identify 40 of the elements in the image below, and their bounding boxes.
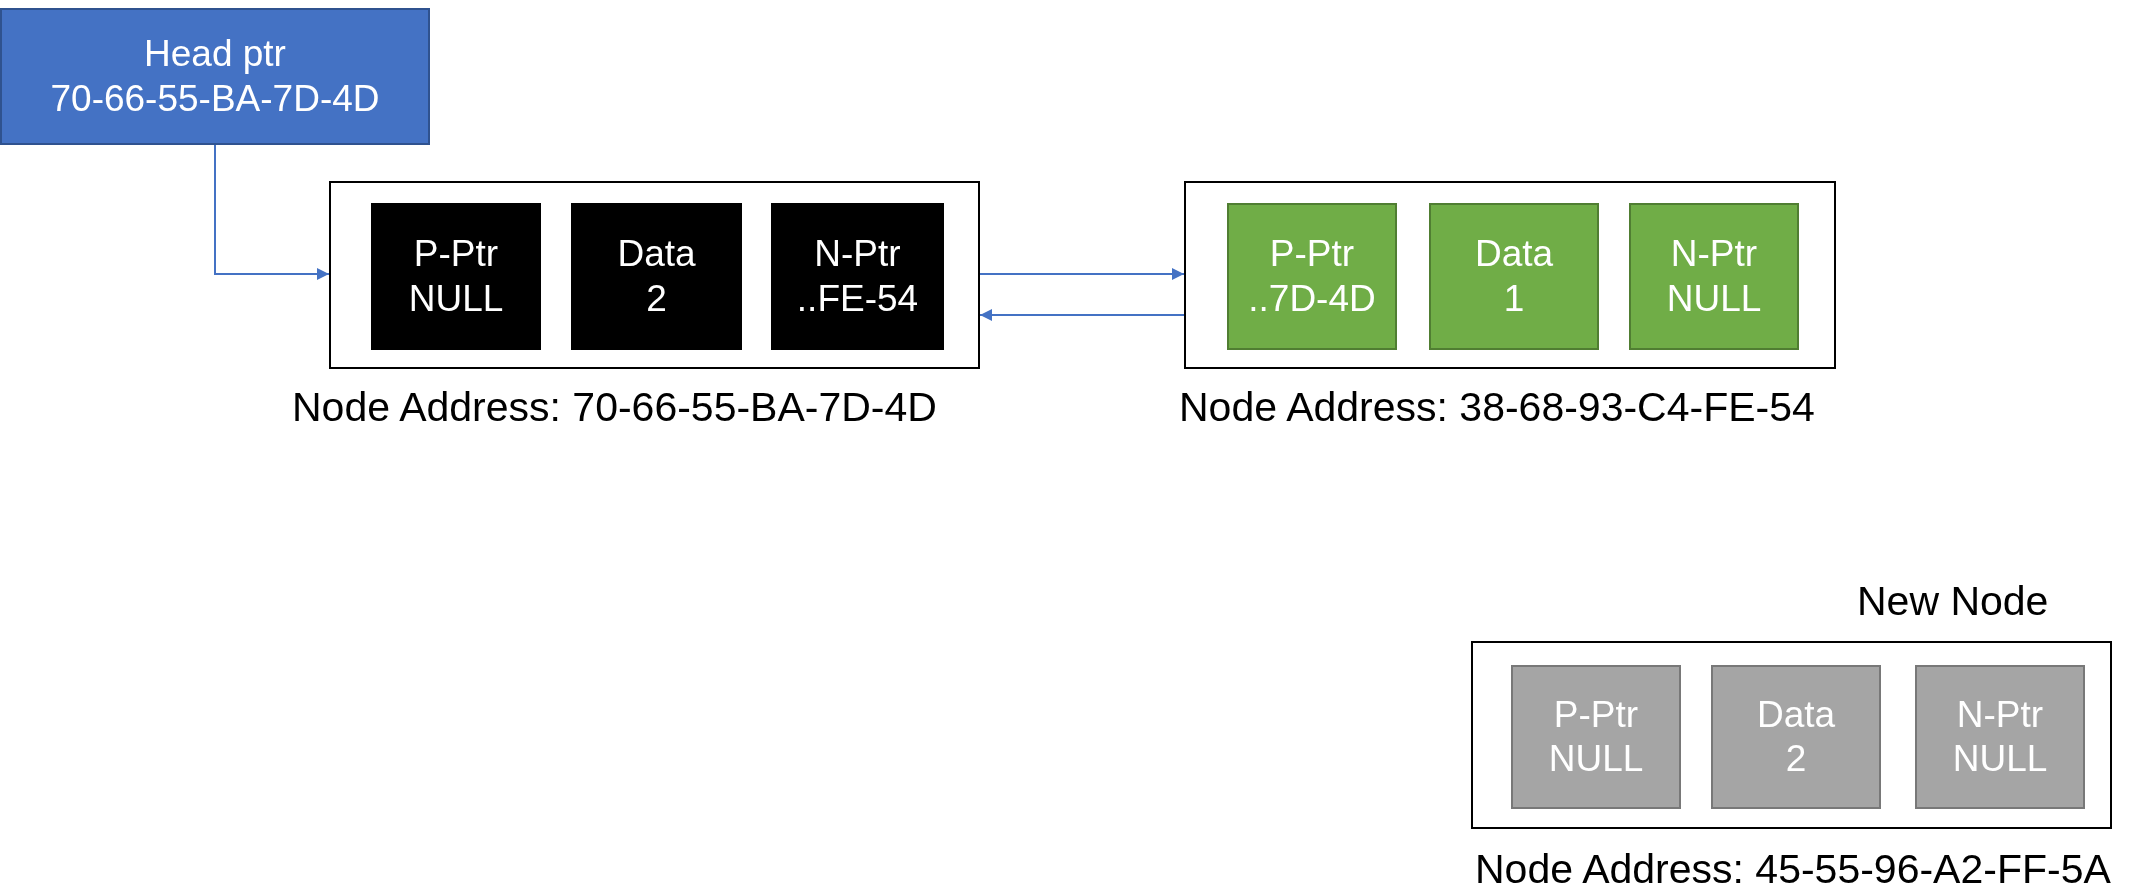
field-label: Data [1474, 232, 1554, 277]
field-box [371, 203, 541, 350]
node-caption: Node Address: 70-66-55-BA-7D-4D [292, 384, 937, 431]
field-value: 2 [646, 276, 667, 321]
field-value: 70-66-55-BA-7D-4D [50, 76, 380, 121]
field-box [1629, 203, 1799, 350]
field-value: ..FE-54 [796, 276, 919, 321]
arrow [979, 309, 1185, 321]
field-box [1711, 665, 1881, 809]
node-box [1471, 641, 2112, 829]
field-box [1511, 665, 1681, 809]
field-value: ..7D-4D [1248, 276, 1376, 321]
field-value: 1 [1503, 276, 1525, 321]
node-caption: New Node [1857, 578, 2049, 625]
field-label: N-Ptr [1670, 232, 1758, 277]
field-label: N-Ptr [814, 232, 901, 277]
field-box [771, 203, 944, 350]
field-box [1915, 665, 2085, 809]
field-label: Data [617, 232, 696, 277]
pointer-box [0, 8, 430, 145]
field-value: NULL [1548, 737, 1644, 781]
node-caption: Node Address: 45-55-96-A2-FF-5A [1475, 846, 2111, 893]
field-box [1227, 203, 1397, 350]
field-value: NULL [1952, 737, 2048, 781]
field-value: NULL [1666, 276, 1762, 321]
field-box [1429, 203, 1599, 350]
field-label: P-Ptr [1269, 232, 1355, 277]
field-label: Head ptr [144, 32, 286, 77]
arrow [214, 144, 330, 280]
node-box [1184, 181, 1836, 369]
field-value: 2 [1785, 737, 1807, 781]
field-label: Data [1756, 692, 1836, 737]
field-value: NULL [408, 276, 504, 321]
field-label: P-Ptr [1553, 692, 1639, 737]
field-label: P-Ptr [413, 232, 499, 277]
field-label: N-Ptr [1956, 692, 2044, 737]
node-caption: Node Address: 38-68-93-C4-FE-54 [1179, 384, 1815, 431]
arrow [979, 268, 1185, 280]
field-box [571, 203, 742, 350]
node-box [329, 181, 980, 369]
